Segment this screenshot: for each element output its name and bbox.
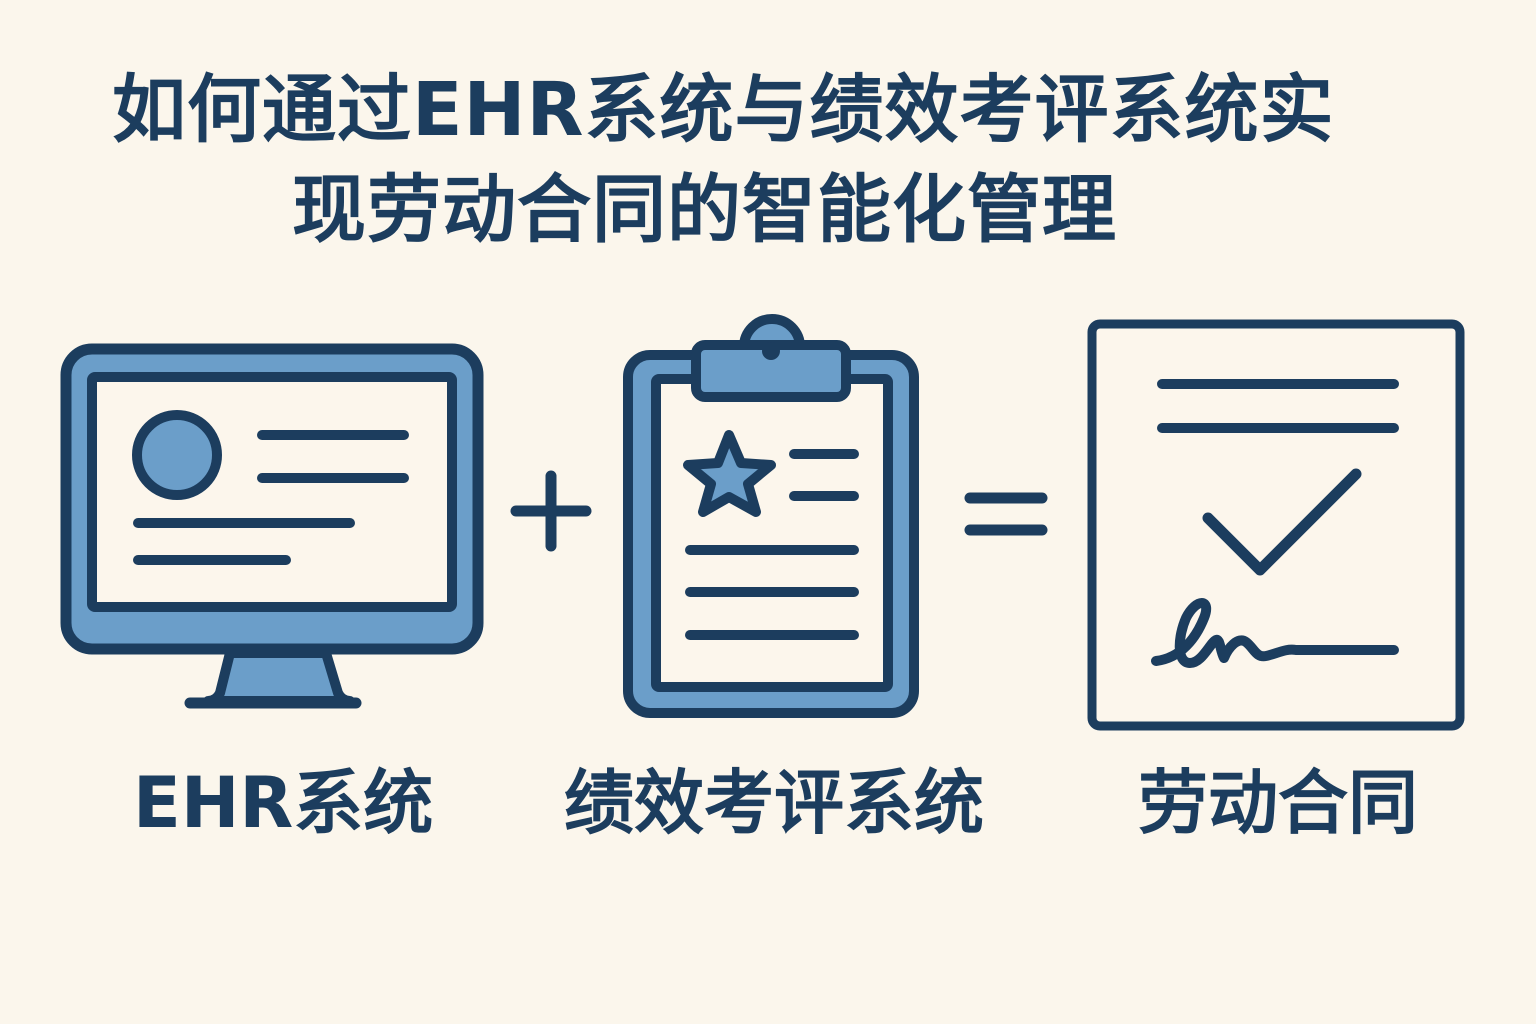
clipboard-star-icon <box>623 314 919 718</box>
performance-system-label: 绩效考评系统 <box>564 762 984 844</box>
title-line-1: 如何通过EHR系统与绩效考评系统实 <box>112 67 1335 153</box>
title-line-2: 现劳动合同的智能化管理 <box>292 167 1117 253</box>
monitor-profile-icon <box>60 343 484 709</box>
ehr-system-label: EHR系统 <box>133 762 434 844</box>
equals-operator-icon <box>964 492 1048 536</box>
labor-contract-label: 劳动合同 <box>1138 762 1418 844</box>
plus-operator-icon <box>510 470 592 552</box>
signed-document-check-icon <box>1087 319 1465 731</box>
